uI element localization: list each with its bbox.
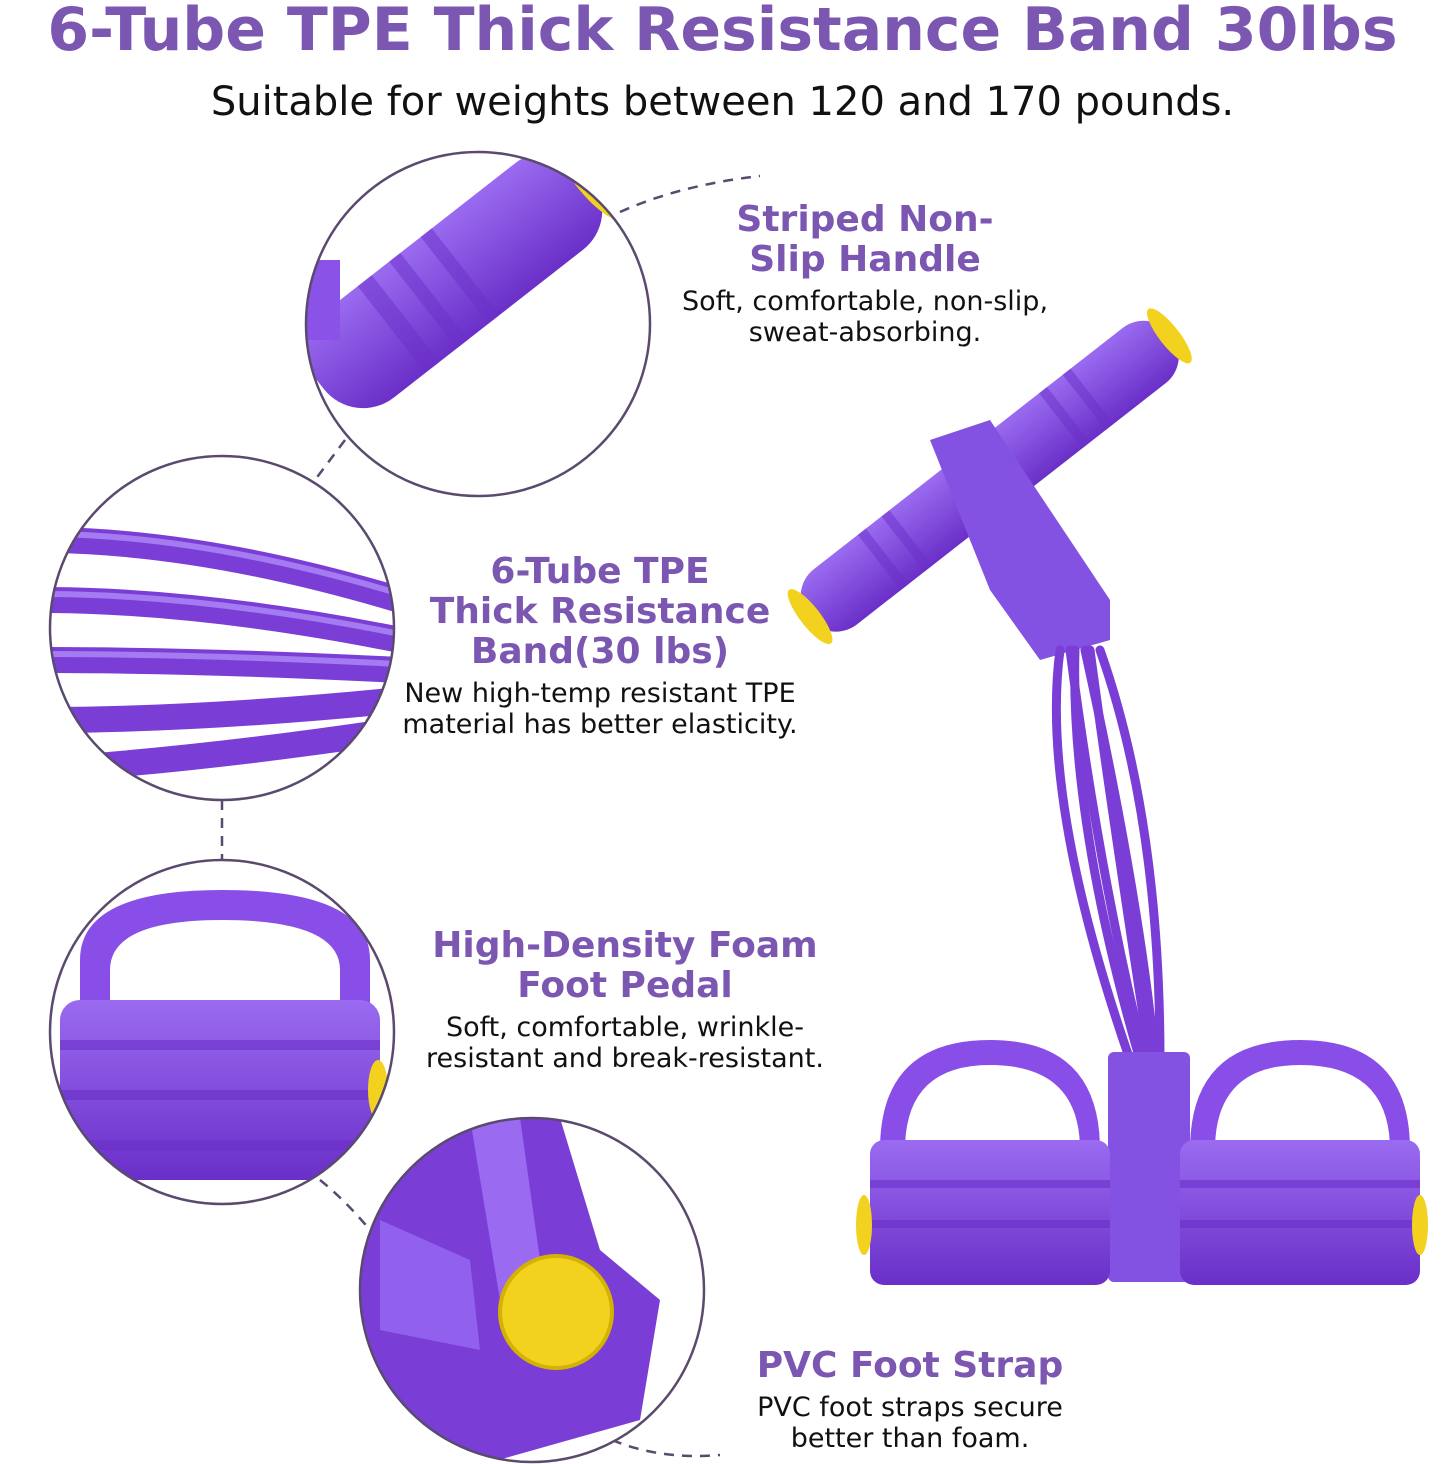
pedal-closeup-circle (48, 858, 396, 1206)
feature-title: PVC Foot Strap (756, 1345, 1064, 1386)
feature-title: Striped Non- Slip Handle (736, 199, 994, 280)
strap-closeup-circle (358, 1116, 706, 1464)
main-product-image (787, 308, 1428, 1285)
page-subtitle: Suitable for weights between 120 and 170… (210, 79, 1235, 125)
feature-description: New high-temp resistant TPE material has… (402, 678, 798, 740)
feature-title: High-Density Foam Foot Pedal (432, 925, 818, 1006)
feature-pedal: High-Density Foam Foot Pedal Soft, comfo… (380, 925, 870, 1075)
feature-handle: Striped Non- Slip Handle Soft, comfortab… (640, 199, 1090, 349)
feature-description: PVC foot straps secure better than foam. (757, 1392, 1063, 1454)
feature-description: Soft, comfortable, non-slip, sweat-absor… (681, 286, 1049, 348)
feature-strap: PVC Foot Strap PVC foot straps secure be… (700, 1345, 1120, 1455)
feature-title: 6-Tube TPE Thick Resistance Band(30 lbs) (429, 551, 771, 672)
tubes-closeup-circle (48, 454, 396, 802)
feature-description: Soft, comfortable, wrinkle- resistant an… (426, 1012, 824, 1074)
page-title: 6-Tube TPE Thick Resistance Band 30lbs (47, 0, 1398, 65)
handle-closeup-circle (304, 150, 652, 498)
feature-tubes: 6-Tube TPE Thick Resistance Band(30 lbs)… (360, 551, 840, 741)
